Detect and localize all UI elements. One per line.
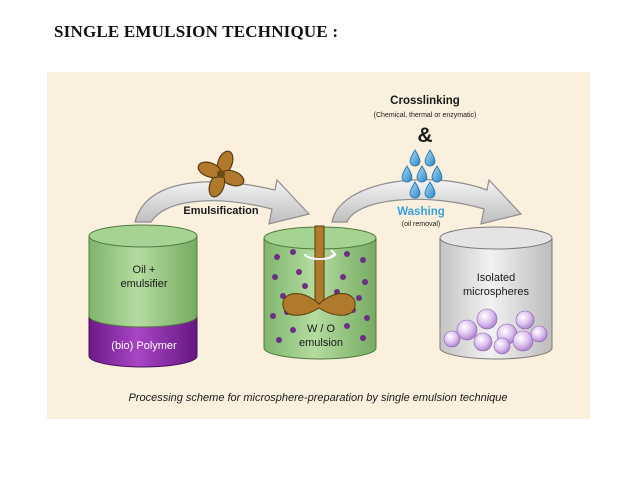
diagram-panel: Emulsification Crosslinking (Chemical, t… [47, 72, 590, 419]
emulsion-droplet [272, 274, 278, 280]
emulsion-droplet [296, 269, 302, 275]
emulsion-droplet [302, 283, 308, 289]
emulsion-droplet [364, 315, 370, 321]
process-diagram: Emulsification Crosslinking (Chemical, t… [88, 95, 553, 404]
emulsification-arrow [134, 178, 311, 225]
emulsion-droplet [276, 337, 282, 343]
emulsion-droplet [290, 249, 296, 255]
emulsion-droplet [360, 335, 366, 341]
crosslinking-title: Crosslinking [390, 95, 460, 107]
emulsion-droplet [362, 279, 368, 285]
emulsion-droplet [340, 274, 346, 280]
ampersand-label: & [417, 124, 432, 147]
emulsion-droplet [360, 257, 366, 263]
emulsion-droplet [290, 327, 296, 333]
emulsification-label: Emulsification [183, 205, 258, 217]
emulsion-droplet [344, 251, 350, 257]
microspheres-group [443, 308, 548, 355]
washing-title: Washing [397, 206, 445, 218]
emulsion-droplet [274, 254, 280, 260]
oil-emulsifier-label-line2: emulsifier [120, 278, 167, 290]
stirrer-icon [282, 225, 356, 316]
crosslinking-subtitle: (Chemical, thermal or enzymatic) [374, 112, 477, 119]
emulsion-droplet [270, 313, 276, 319]
washing-subtitle: (oil removal) [402, 221, 441, 228]
crosslinking-arrow [331, 178, 523, 225]
oil-emulsifier-label-line1: Oil + [133, 264, 156, 276]
rotation-arrow-icon [304, 249, 337, 260]
polymer-label: (bio) Polymer [111, 340, 177, 352]
microspheres-label-line1: Isolated [477, 272, 516, 284]
microspheres-label-line2: microspheres [463, 286, 530, 298]
emulsion-label-line1: W / O [307, 323, 336, 335]
emulsion-label-line2: emulsion [299, 337, 343, 349]
water-drops-icon [401, 149, 443, 199]
emulsion-droplet [344, 323, 350, 329]
propeller-icon [197, 150, 245, 198]
emulsion-droplet [280, 293, 286, 299]
emulsion-droplet [356, 295, 362, 301]
left-cylinder [88, 224, 198, 368]
page-title: SINGLE EMULSION TECHNIQUE : [54, 22, 339, 41]
diagram-caption: Processing scheme for microsphere-prepar… [128, 392, 507, 404]
